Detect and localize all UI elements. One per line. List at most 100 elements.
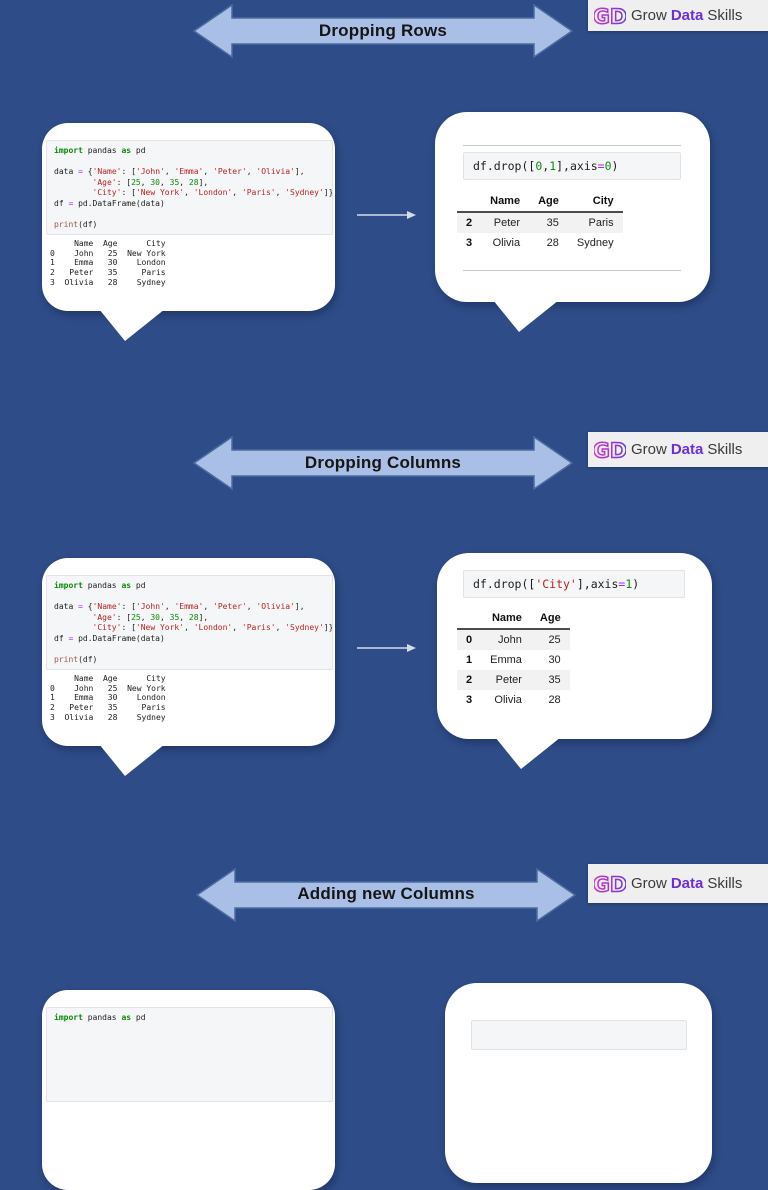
- row-index: 2: [466, 674, 473, 686]
- code-token: : [: [116, 612, 132, 622]
- double-arrow-shape: [196, 867, 576, 923]
- code-token: import: [54, 1013, 83, 1022]
- row-index: 2: [466, 217, 473, 229]
- code-token: 'Emma': [174, 602, 204, 612]
- grow-data-skills-monogram-icon: GD: [594, 871, 626, 896]
- code-token: 28: [188, 612, 199, 622]
- bubble-tail: [493, 300, 559, 332]
- code-token: 1: [625, 577, 633, 591]
- bubble-tail: [99, 309, 165, 341]
- code-bubble-dropping-rows: import pandas as pd data = {'Name': ['Jo…: [42, 123, 335, 311]
- grow-data-skills-monogram-icon: GD: [594, 437, 626, 462]
- code-token: ,: [203, 602, 214, 612]
- dataframe-print-output: Name Age City 0 John 25 New York 1 Emma …: [50, 674, 166, 722]
- code-token: 'John': [135, 602, 165, 612]
- code-token: =: [78, 167, 83, 177]
- code-line: df = pd.DataFrame(data): [54, 199, 325, 210]
- code-token: [54, 623, 93, 632]
- code-token: import: [54, 581, 83, 590]
- code-token: : [: [121, 623, 136, 633]
- row-index: 3: [466, 237, 473, 249]
- code-token: ,: [179, 177, 189, 187]
- code-token: pd: [131, 146, 146, 155]
- code-line: import pandas as pd: [54, 1013, 325, 1024]
- code-token: ,: [232, 623, 242, 633]
- code-token: ,: [179, 612, 189, 622]
- code-token: ],: [294, 167, 305, 177]
- column-header: Age: [530, 609, 570, 630]
- banner-title: Dropping Columns: [304, 453, 462, 472]
- code-token: pd.DataFrame(data): [73, 198, 165, 208]
- table-cell: 35: [548, 674, 561, 686]
- code-token: 'Paris': [241, 188, 276, 198]
- logo-data: Data: [670, 441, 704, 458]
- logo-skills: Skills: [707, 441, 743, 458]
- table-cell: 25: [548, 634, 561, 646]
- code-token: 'Olivia': [256, 602, 295, 612]
- code-token: =: [68, 633, 74, 643]
- code-token: 'Age': [92, 612, 117, 622]
- table-cell: Paris: [588, 217, 614, 229]
- logo-grow: Grow: [631, 875, 667, 892]
- code-token: as: [121, 146, 132, 155]
- code-token: ],: [198, 177, 209, 187]
- result-bubble-adding-columns-partial: [445, 983, 712, 1183]
- code-cell: df.drop(['City'],axis=1): [463, 570, 685, 598]
- code-token: 30: [150, 612, 160, 622]
- divider-line: [463, 270, 681, 271]
- code-cell: import pandas as pd: [46, 1007, 333, 1102]
- logo-data: Data: [670, 875, 704, 892]
- code-cell: import pandas as pd data = {'Name': ['Jo…: [46, 575, 333, 670]
- code-token: ,: [275, 188, 286, 198]
- banner-dropping-columns: Dropping Columns: [193, 436, 573, 490]
- column-header: Name: [481, 192, 530, 213]
- code-token: ,: [542, 159, 550, 173]
- code-line: print(df): [54, 655, 325, 666]
- code-token: pd: [131, 1013, 146, 1022]
- code-token: as: [121, 581, 132, 590]
- infographic-page: { "colors": { "background": "#2e4c88", "…: [42, 0, 768, 1190]
- code-cell: [471, 1020, 687, 1050]
- code-line: data = {'Name': ['John', 'Emma', 'Peter'…: [54, 167, 325, 178]
- logo-skills: Skills: [707, 875, 743, 892]
- divider-line: [463, 145, 681, 146]
- code-bubble-dropping-columns: import pandas as pd data = {'Name': ['Jo…: [42, 558, 335, 746]
- code-token: (df): [78, 655, 98, 665]
- code-token: ,: [164, 602, 175, 612]
- index-header: [457, 609, 482, 630]
- code-token: as: [121, 1013, 132, 1022]
- code-token: ,: [203, 167, 214, 177]
- code-token: 'Sydney': [285, 623, 324, 633]
- code-line: 'Age': [25, 30, 35, 28],: [54, 613, 325, 624]
- logo-skills: Skills: [707, 7, 743, 24]
- bubble-tail: [495, 737, 561, 769]
- code-token: data: [54, 602, 79, 612]
- double-arrow-shape: [193, 436, 573, 490]
- code-token: 'London': [193, 623, 233, 633]
- table-cell: Olivia: [494, 694, 522, 706]
- code-token: 'Age': [92, 177, 117, 187]
- code-line: import pandas as pd: [54, 581, 325, 592]
- code-token: df: [54, 198, 69, 208]
- code-cell: import pandas as pd data = {'Name': ['Jo…: [46, 140, 333, 235]
- code-token: : [: [121, 188, 136, 198]
- code-token: 'Olivia': [256, 167, 295, 177]
- logo-data: Data: [670, 7, 704, 24]
- code-token: =: [78, 602, 83, 612]
- banner-title: Dropping Rows: [318, 21, 448, 40]
- code-token: 30: [150, 177, 160, 187]
- code-token: data: [54, 167, 79, 177]
- code-token: ]}: [323, 623, 333, 633]
- code-token: : [: [121, 602, 136, 612]
- code-line: 'City': ['New York', 'London', 'Paris', …: [54, 623, 332, 634]
- code-token: (df): [78, 220, 98, 230]
- code-token: 'Peter': [213, 167, 247, 177]
- code-line: [54, 592, 325, 603]
- code-token: ,: [160, 612, 170, 622]
- code-token: ,: [160, 177, 170, 187]
